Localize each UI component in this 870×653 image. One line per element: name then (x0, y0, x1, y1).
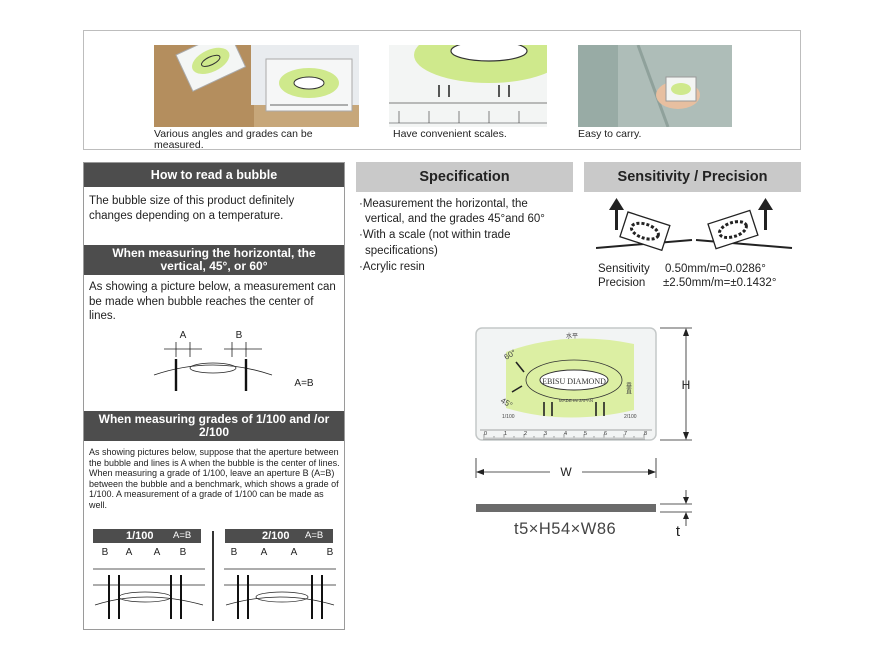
sensitivity-diagram (596, 198, 793, 252)
grade-2-a-left: A (261, 547, 268, 558)
grade-2-b-left: B (231, 547, 238, 558)
label-a: A (180, 330, 187, 341)
spec-line-3: ·With a scale (not within trade (359, 229, 511, 241)
sensitivity-heading: Sensitivity / Precision (584, 162, 801, 192)
spec-line-1: ·Measurement the horizontal, the (359, 198, 528, 210)
scale-number: 0 (484, 431, 487, 437)
grades-heading: When measuring grades of 1/100 and /or 2… (84, 411, 344, 441)
grade-1-a-left: A (126, 547, 133, 558)
scales-photo (389, 45, 547, 127)
scale-number: 6 (604, 431, 607, 437)
grade-1-b-left: B (102, 547, 109, 558)
scale-number: 8 (644, 431, 647, 437)
angles-photo (154, 45, 359, 127)
mark-suihei: 水平 (566, 332, 578, 340)
grades-text: As showing pictures below, suppose that … (89, 447, 340, 510)
horizontal-diagram: A B A=B (153, 330, 314, 391)
scale-number: 1 (504, 431, 507, 437)
mark-2-100: 2/100 (624, 414, 637, 420)
brand-logo: EBISU DIAMOND (542, 377, 606, 386)
scale-number: 7 (624, 431, 627, 437)
bubble-intro: The bubble size of this product definite… (89, 195, 295, 222)
dim-t: t (676, 523, 681, 540)
product-drawing: EBISU DIAMOND MADE IN JAPAN 60° 45° 水平 垂… (475, 327, 692, 540)
made-in-japan: MADE IN JAPAN (559, 398, 593, 403)
feature-strip: Various angles and grades can be measure… (83, 30, 801, 151)
spec-line-2: vertical, and the grades 45°and 60° (365, 213, 545, 225)
mark-1-100: 1/100 (502, 414, 515, 420)
dim-h: H (682, 378, 691, 392)
grade-1-a-right: A (154, 547, 161, 558)
horizontal-text: As showing a picture below, a measuremen… (89, 281, 336, 322)
grade-2-label-bar: 2/100 A=B (225, 529, 333, 543)
sensitivity-value: 0.50mm/m=0.0286° (665, 263, 766, 275)
spec-line-4: specifications) (365, 245, 438, 257)
grade-divider (212, 531, 214, 621)
scale-number: 3 (544, 431, 547, 437)
scale-number: 5 (584, 431, 587, 437)
grade-1-diagram: B A A B (93, 547, 205, 619)
a-equals-b: A=B (294, 378, 314, 389)
product-size: t5×H54×W86 (514, 520, 617, 538)
horizontal-heading: When measuring the horizontal, the verti… (84, 245, 344, 275)
grade-2-label: 2/100 (262, 530, 290, 542)
sensitivity-label: Sensitivity (598, 263, 650, 275)
grade-1-label-bar: 1/100 A=B (93, 529, 201, 543)
grade-1-b-right: B (180, 547, 187, 558)
specification-heading: Specification (356, 162, 573, 192)
precision-value: ±2.50mm/m=±0.1432° (663, 277, 777, 289)
grade-2-eq: A=B (305, 530, 324, 541)
scale-number: 4 (564, 431, 567, 437)
how-to-read-panel: How to read a bubble The bubble size of … (83, 162, 345, 630)
precision-label: Precision (598, 277, 646, 289)
carry-caption: Easy to carry. (578, 128, 642, 140)
scale-number: 2 (524, 431, 527, 437)
grade-2-b-right: B (327, 547, 334, 558)
grade-2-diagram: B A A B (224, 547, 336, 619)
grade-1-label: 1/100 (126, 530, 154, 542)
how-to-read-heading: How to read a bubble (84, 163, 344, 187)
spec-line-5: ·Acrylic resin (359, 261, 425, 273)
angles-caption: Various angles and grades can be measure… (154, 128, 313, 151)
carry-photo (578, 45, 732, 127)
grade-1-eq: A=B (173, 530, 192, 541)
grade-2-a-right: A (291, 547, 298, 558)
mark-suichoku: 垂直 (625, 382, 632, 394)
label-b: B (236, 330, 243, 341)
scales-caption: Have convenient scales. (393, 128, 507, 140)
dim-w: W (560, 465, 572, 479)
